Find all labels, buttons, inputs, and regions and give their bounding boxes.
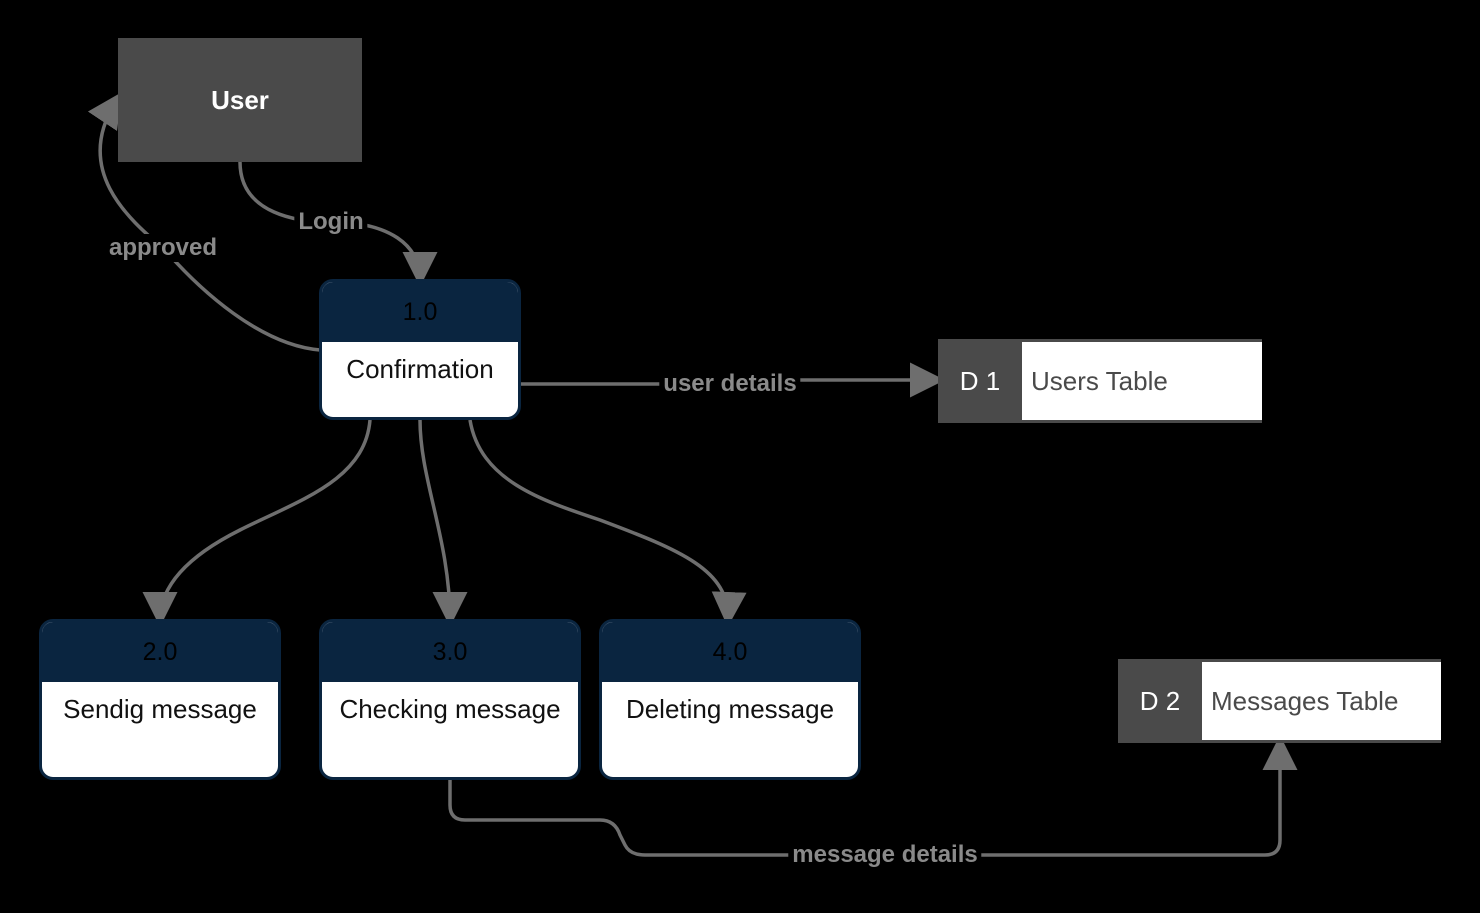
process-id: 3.0 <box>322 622 578 682</box>
flow-to-3-arrow <box>418 419 468 627</box>
process-2-sending-message[interactable]: 2.0 Sendig message <box>39 619 281 780</box>
flow-label-login: Login <box>294 208 368 236</box>
store-id: D 1 <box>938 342 1022 420</box>
process-name: Confirmation <box>346 354 494 384</box>
entity-label: User <box>211 84 269 115</box>
process-id: 1.0 <box>322 282 518 342</box>
process-4-deleting-message[interactable]: 4.0 Deleting message <box>599 619 861 780</box>
store-name: Users Table <box>1031 365 1168 396</box>
process-name: Checking message <box>339 694 561 724</box>
flow-user-details-arrow <box>520 380 938 384</box>
flow-label-user-details: user details <box>659 370 801 398</box>
flow-to-4-arrow <box>468 419 747 627</box>
process-1-confirmation[interactable]: 1.0 Confirmation <box>319 279 521 420</box>
external-entity-user[interactable]: User <box>118 38 362 162</box>
data-store-d2-messages-table[interactable]: D 2 Messages Table <box>1118 659 1441 743</box>
process-id: 4.0 <box>602 622 858 682</box>
flow-label-message-details: message details <box>788 841 982 869</box>
process-name: Sendig message <box>63 694 257 724</box>
data-store-d1-users-table[interactable]: D 1 Users Table <box>938 339 1262 423</box>
flow-label-approved: approved <box>104 234 222 262</box>
flow-message-details-arrow <box>448 735 1298 857</box>
process-3-checking-message[interactable]: 3.0 Checking message <box>319 619 581 780</box>
store-name: Messages Table <box>1211 685 1399 716</box>
flow-to-2-arrow <box>142 419 372 627</box>
store-id: D 2 <box>1118 662 1202 740</box>
process-name: Deleting message <box>625 694 835 724</box>
process-id: 2.0 <box>42 622 278 682</box>
